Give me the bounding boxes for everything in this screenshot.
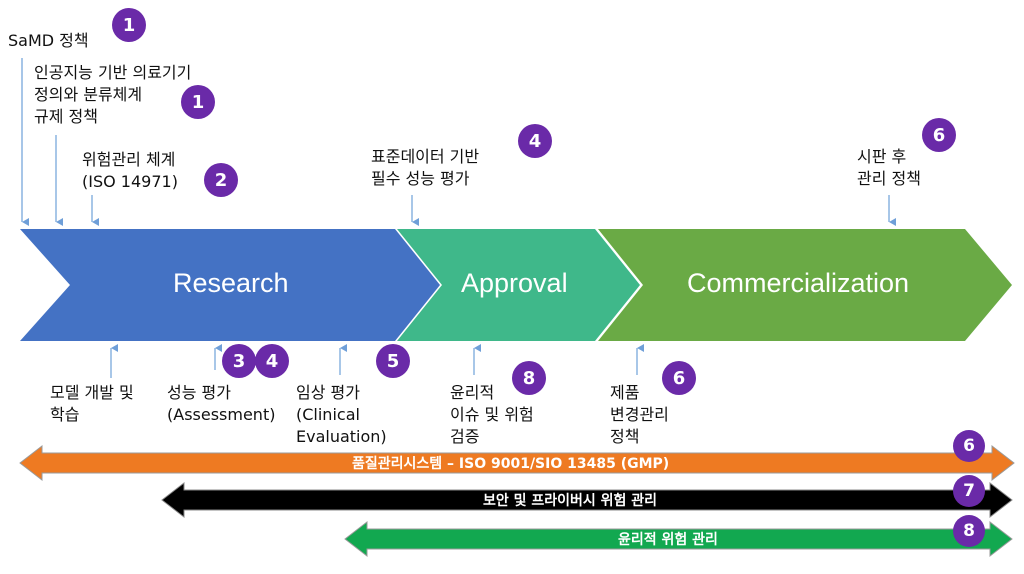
badge-post-market: 6	[922, 118, 956, 152]
badge-risk-management: 2	[204, 163, 238, 197]
badge-qms: 6	[953, 430, 985, 462]
top-label-post-market: 시판 후 관리 정책	[857, 147, 921, 188]
qms-bar-label: 품질관리시스템 – ISO 9001/SIO 13485 (GMP)	[352, 456, 670, 472]
top-label-risk-management: 위험관리 체계 (ISO 14971)	[82, 150, 178, 191]
bottom-label-product-change: 제품 변경관리 정책	[610, 383, 669, 446]
badge-clinical: 5	[376, 344, 410, 378]
stage-research-label: Research	[173, 268, 289, 298]
badge-security: 7	[953, 475, 985, 507]
bottom-label-assessment: 성능 평가 (Assessment)	[167, 383, 276, 424]
badge-product-change: 6	[662, 361, 696, 395]
chevron-research	[20, 229, 440, 341]
bottom-label-clinical: 임상 평가 (Clinical Evaluation)	[296, 383, 387, 446]
badge-samd: 1	[112, 8, 146, 42]
stage-commercialization-label: Commercialization	[687, 268, 910, 298]
top-label-ai-device: 인공지능 기반 의료기기 정의와 분류체계 규제 정책	[34, 63, 192, 126]
qms-double-arrow	[19, 444, 1015, 482]
security-bar-label: 보안 및 프라이버시 위험 관리	[483, 493, 658, 509]
badge-assessment-4: 4	[255, 344, 289, 378]
badge-ethics-bar: 8	[953, 515, 985, 547]
ethics-bar-label: 윤리적 위험 관리	[618, 532, 718, 548]
badge-ai-device: 1	[181, 85, 215, 119]
bottom-label-ethics-issue: 윤리적 이슈 및 위험 검증	[450, 383, 534, 446]
ethics-double-arrow	[344, 520, 1013, 558]
bottom-label-model-dev: 모델 개발 및 학습	[50, 383, 134, 424]
badge-assessment-3: 3	[222, 344, 256, 378]
chevron-approval	[397, 229, 640, 341]
badge-standard-data: 4	[518, 124, 552, 158]
top-label-samd: SaMD 정책	[8, 31, 89, 50]
security-double-arrow	[161, 481, 1013, 519]
badge-ethics-issue: 8	[512, 361, 546, 395]
top-label-standard-data: 표준데이터 기반 필수 성능 평가	[371, 147, 480, 188]
chevron-commercialization	[598, 229, 1012, 341]
stage-approval-label: Approval	[461, 268, 568, 298]
